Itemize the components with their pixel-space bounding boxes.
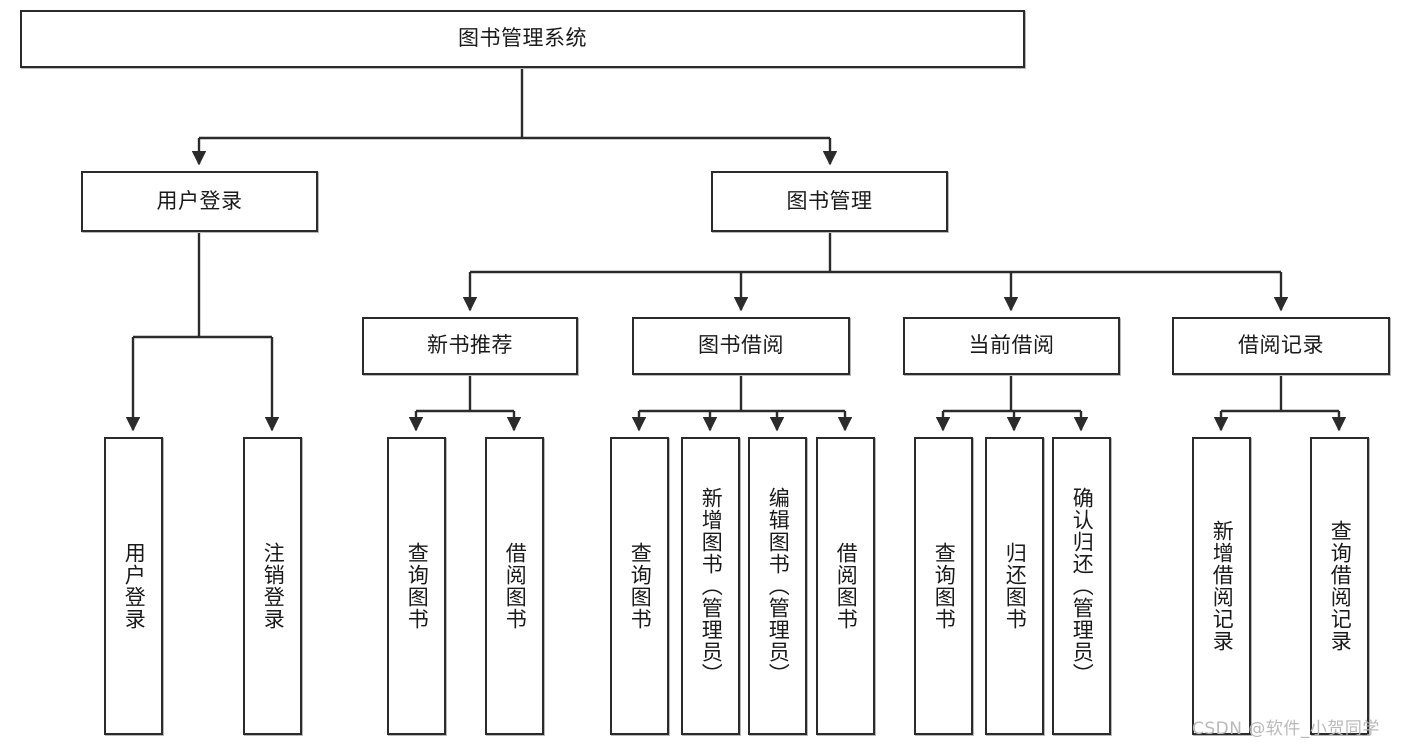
leaf-query-book-current[interactable]: 查询图书: [914, 437, 973, 735]
leaf-edit-book-admin-label: 编辑图书（管理员）: [766, 487, 791, 685]
node-current-borrow-label: 当前借阅: [968, 333, 1055, 358]
leaf-edit-book-admin[interactable]: 编辑图书（管理员）: [748, 437, 807, 735]
leaf-add-book-admin-label: 新增图书（管理员）: [699, 487, 724, 685]
node-borrow-record-label: 借阅记录: [1238, 333, 1324, 358]
leaf-logout-label: 注销登录: [261, 542, 286, 630]
leaf-borrow-book[interactable]: 借阅图书: [816, 437, 875, 735]
node-current-borrow[interactable]: 当前借阅: [903, 317, 1120, 375]
leaf-add-borrow-record[interactable]: 新增借阅记录: [1192, 437, 1251, 735]
leaf-query-borrow-record[interactable]: 查询借阅记录: [1310, 437, 1369, 735]
leaf-add-book-admin[interactable]: 新增图书（管理员）: [681, 437, 740, 735]
leaf-confirm-return-admin[interactable]: 确认归还（管理员）: [1052, 437, 1111, 735]
leaf-query-book-label: 查询图书: [628, 542, 653, 630]
node-borrow-record[interactable]: 借阅记录: [1172, 317, 1390, 375]
node-book-manage-label: 图书管理: [786, 188, 873, 213]
node-book-borrow[interactable]: 图书借阅: [632, 317, 850, 375]
leaf-return-book[interactable]: 归还图书: [985, 437, 1044, 735]
node-root[interactable]: 图书管理系统: [20, 10, 1025, 68]
leaf-user-login[interactable]: 用户登录: [104, 437, 163, 735]
node-book-manage[interactable]: 图书管理: [711, 171, 948, 232]
leaf-borrow-book-new[interactable]: 借阅图书: [485, 437, 544, 735]
node-new-book-recommend-label: 新书推荐: [427, 333, 513, 358]
node-book-borrow-label: 图书借阅: [698, 333, 784, 358]
leaf-query-book-current-label: 查询图书: [932, 542, 957, 630]
node-user-login[interactable]: 用户登录: [81, 171, 318, 232]
node-root-label: 图书管理系统: [458, 26, 587, 51]
leaf-return-book-label: 归还图书: [1003, 542, 1028, 630]
node-user-login-label: 用户登录: [156, 188, 243, 213]
leaf-logout[interactable]: 注销登录: [243, 437, 302, 735]
leaf-borrow-book-new-label: 借阅图书: [503, 542, 528, 630]
leaf-user-login-label: 用户登录: [122, 542, 147, 630]
leaf-query-book-new-label: 查询图书: [405, 542, 430, 630]
node-new-book-recommend[interactable]: 新书推荐: [362, 317, 578, 375]
csdn-watermark: CSDN @软件_小贺同学: [1192, 719, 1380, 739]
leaf-borrow-book-label: 借阅图书: [834, 542, 859, 630]
leaf-query-book-new[interactable]: 查询图书: [387, 437, 446, 735]
leaf-add-borrow-record-label: 新增借阅记录: [1210, 520, 1235, 652]
leaf-confirm-return-admin-label: 确认归还（管理员）: [1070, 487, 1095, 685]
leaf-query-borrow-record-label: 查询借阅记录: [1328, 520, 1353, 652]
leaf-query-book[interactable]: 查询图书: [610, 437, 669, 735]
